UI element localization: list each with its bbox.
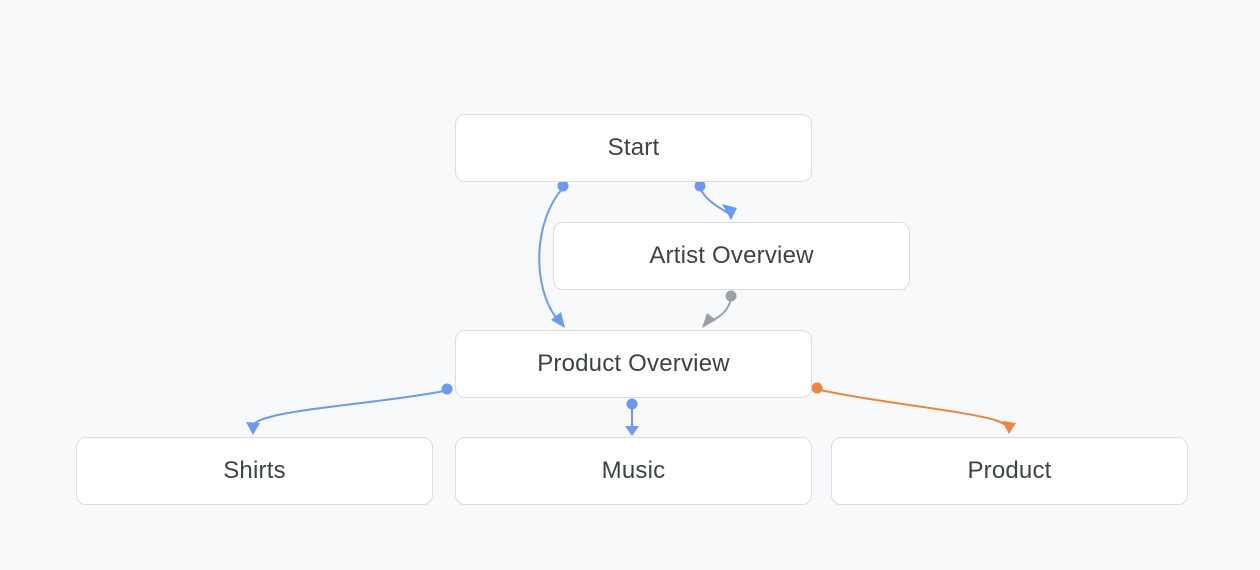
- node-label: Shirts: [223, 457, 286, 484]
- node-artist-overview[interactable]: Artist Overview: [553, 222, 910, 290]
- arrowhead-icon: [246, 422, 260, 435]
- node-label: Music: [601, 457, 666, 484]
- edge-source-dot: [441, 383, 453, 395]
- edge-line: [819, 389, 1009, 428]
- node-label: Product: [967, 457, 1052, 484]
- edge-source-dot: [811, 382, 823, 394]
- edge-product-overview-to-shirts: [246, 383, 453, 435]
- node-label: Start: [607, 134, 660, 161]
- node-label: Product Overview: [537, 350, 730, 377]
- edge-source-dot: [725, 290, 737, 302]
- edge-start-to-artist-overview: [694, 180, 737, 220]
- node-start[interactable]: Start: [455, 114, 812, 182]
- node-label: Artist Overview: [649, 242, 814, 269]
- edge-line: [710, 297, 732, 322]
- edge-source-dot: [557, 180, 569, 192]
- edge-source-dot: [626, 398, 638, 410]
- node-product[interactable]: Product: [831, 437, 1188, 505]
- arrowhead-icon: [551, 312, 565, 328]
- edge-line: [699, 187, 729, 214]
- node-product-overview[interactable]: Product Overview: [455, 330, 812, 398]
- edge-source-dot: [694, 180, 706, 192]
- edge-line: [253, 390, 445, 425]
- edge-product-overview-to-music: [625, 398, 639, 436]
- edge-product-overview-to-product: [811, 382, 1016, 434]
- arrowhead-icon: [625, 426, 639, 436]
- edge-artist-overview-to-product-overview: [702, 290, 737, 328]
- node-music[interactable]: Music: [455, 437, 812, 505]
- arrowhead-icon: [1002, 421, 1016, 434]
- arrowhead-icon: [702, 313, 716, 328]
- node-shirts[interactable]: Shirts: [76, 437, 433, 505]
- arrowhead-icon: [722, 204, 737, 220]
